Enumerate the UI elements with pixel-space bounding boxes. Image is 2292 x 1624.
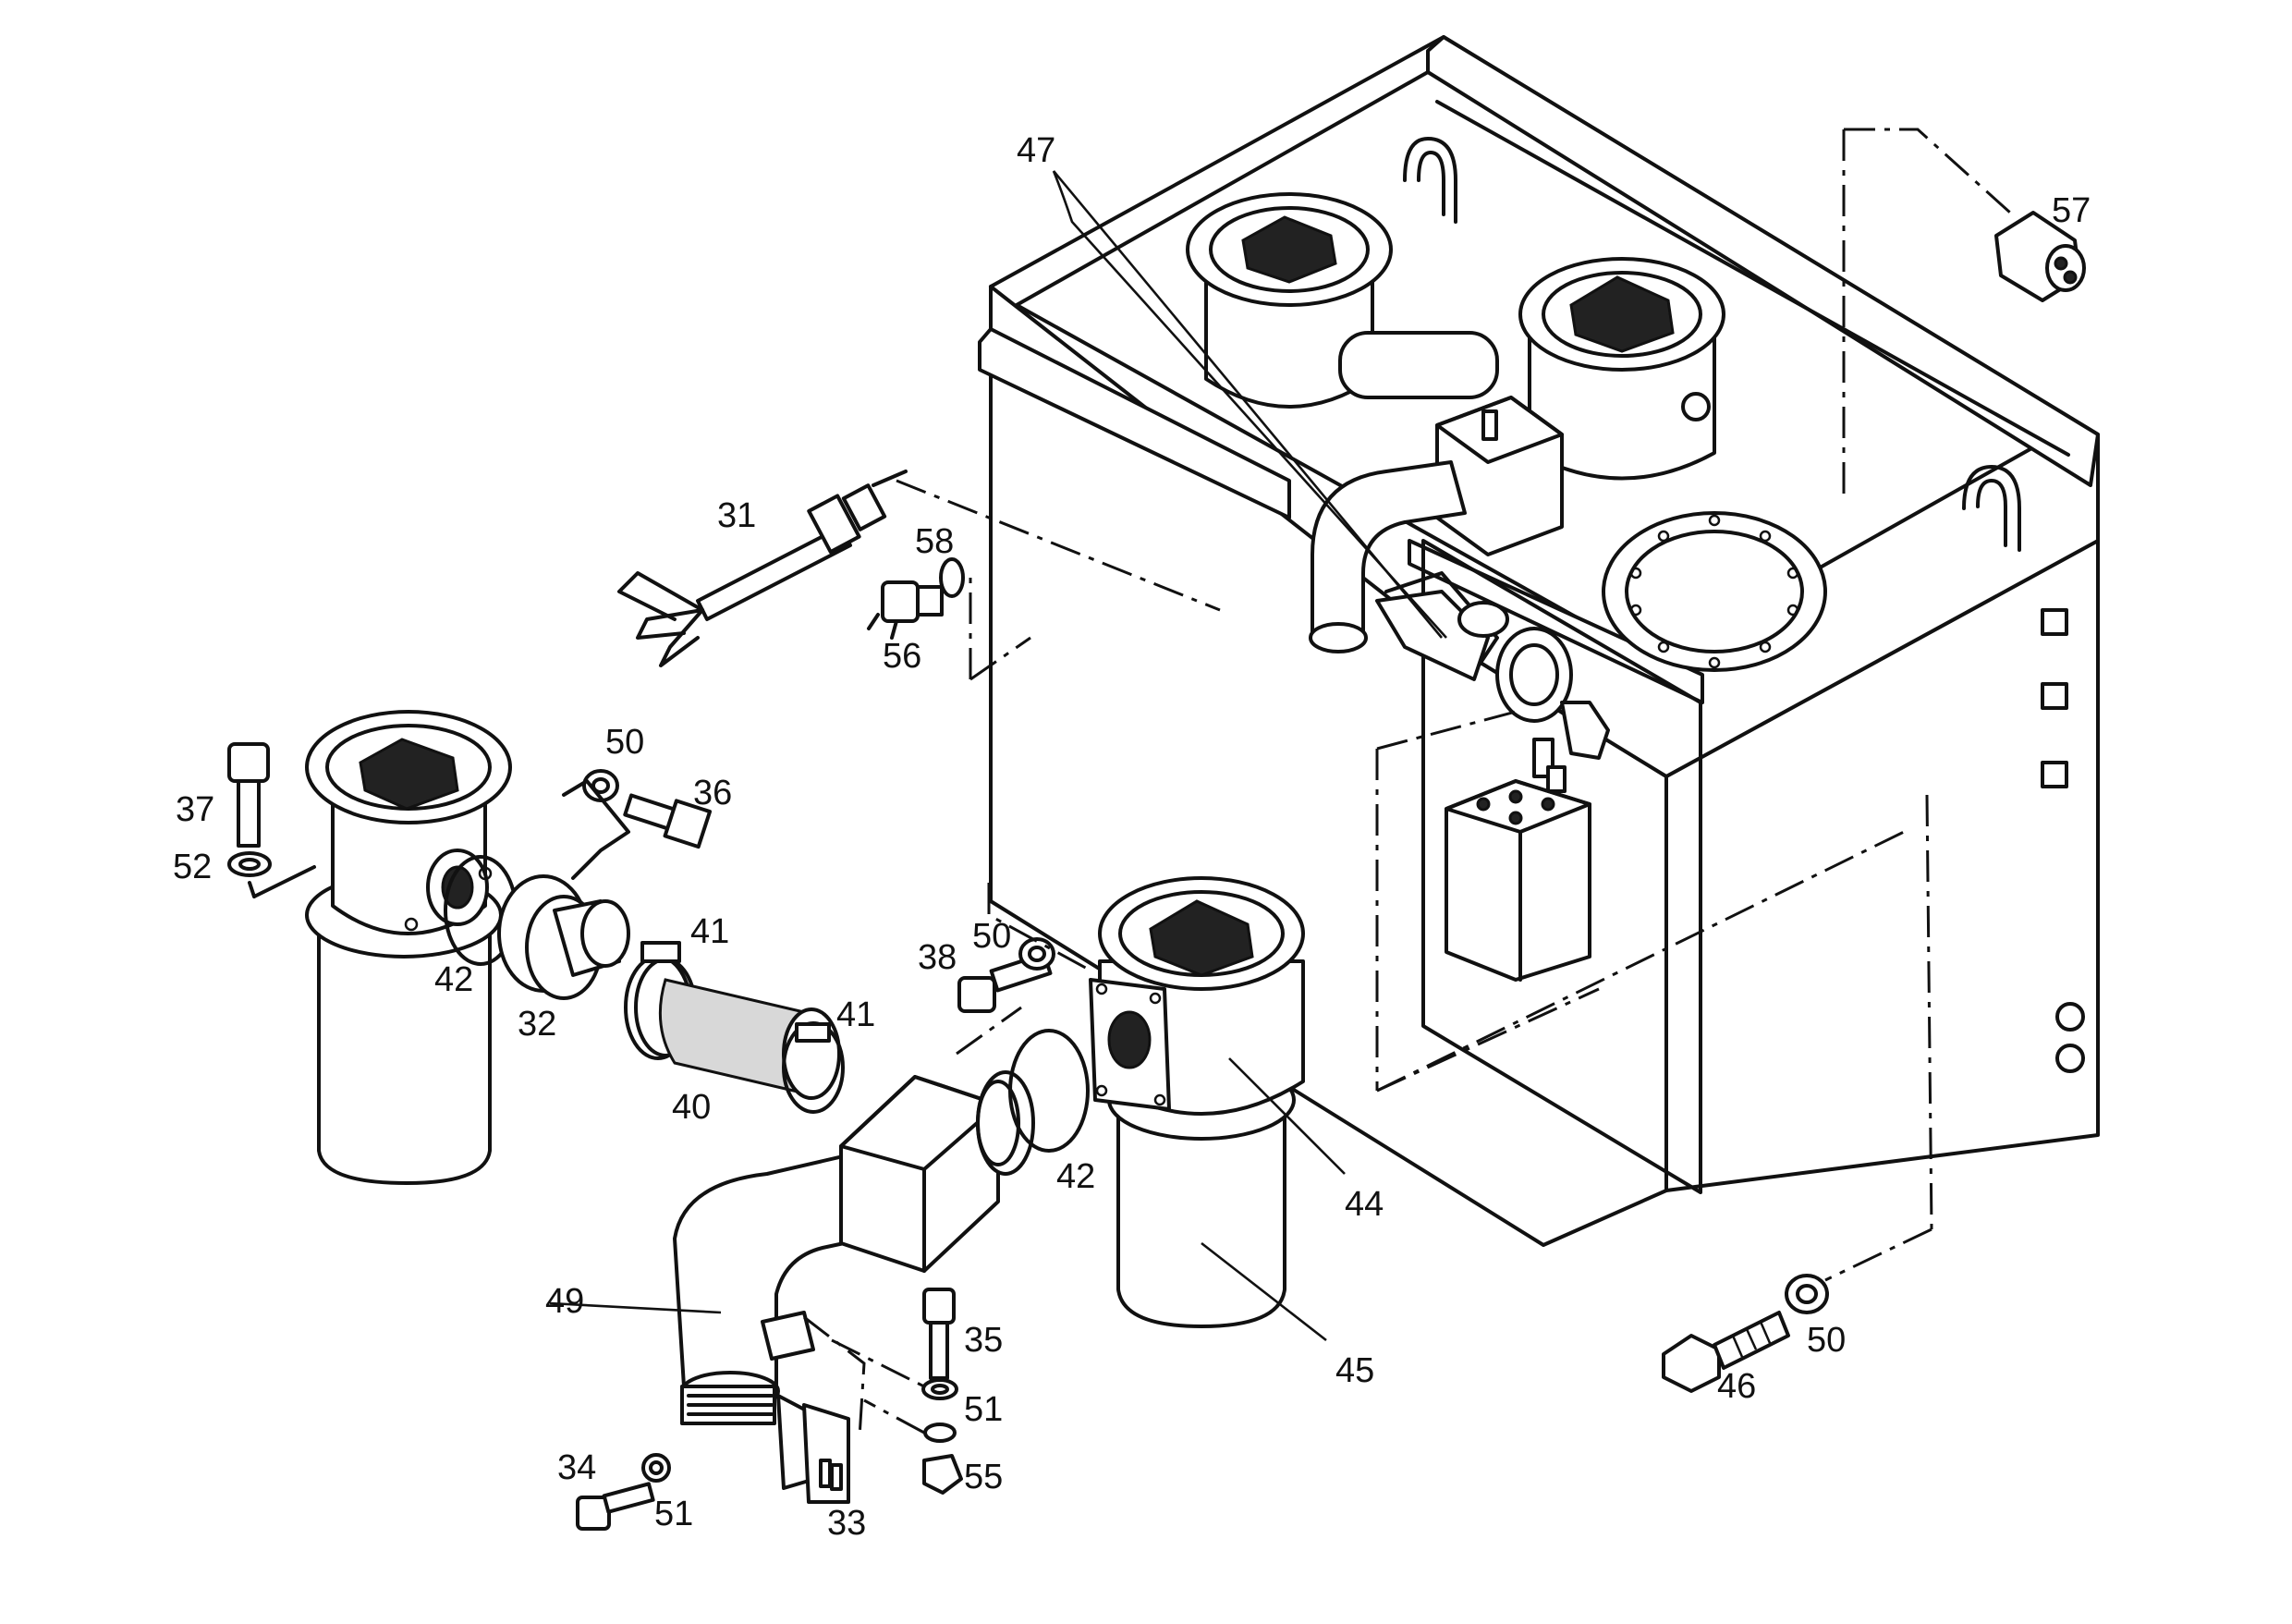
callout-38: 38 <box>918 938 957 977</box>
callout-36: 36 <box>693 774 732 812</box>
bolt-35 <box>921 1288 963 1495</box>
callout-47: 47 <box>1017 131 1055 170</box>
heater-probe-31 <box>617 470 908 667</box>
callout-45: 45 <box>1335 1351 1374 1390</box>
callout-51-b: 51 <box>654 1495 693 1533</box>
callout-41-b: 41 <box>836 995 875 1034</box>
callout-32: 32 <box>518 1005 556 1044</box>
left-filter <box>305 710 512 1185</box>
callout-52: 52 <box>173 848 212 886</box>
bolt-36 <box>562 769 713 880</box>
callout-50-a: 50 <box>605 723 644 762</box>
callout-labels: 47 57 31 58 56 50 36 37 52 42 32 41 41 4… <box>173 131 2091 1543</box>
bolt-46 <box>1662 1274 1829 1393</box>
callout-41-a: 41 <box>690 912 729 951</box>
callout-42-a: 42 <box>434 960 473 999</box>
flange-32 <box>497 874 630 1000</box>
elbow-49 <box>673 1070 1035 1425</box>
tank-filter-heads <box>1186 192 1725 667</box>
bolt-37 <box>227 742 316 898</box>
leader-lines <box>549 170 1447 1342</box>
bolt-34 <box>576 1453 671 1531</box>
callout-49: 49 <box>545 1282 584 1321</box>
assembly-dashed-lines <box>248 128 2012 1438</box>
callout-50-b: 50 <box>972 917 1011 956</box>
junction-box <box>1445 779 1591 982</box>
callout-33: 33 <box>827 1504 866 1543</box>
right-filter <box>1089 876 1305 1328</box>
callout-57: 57 <box>2052 191 2091 230</box>
callout-50-c: 50 <box>1807 1321 1846 1360</box>
callout-46: 46 <box>1717 1367 1756 1406</box>
fitting-56 <box>867 557 965 640</box>
callout-55: 55 <box>964 1458 1003 1496</box>
callout-35: 35 <box>964 1321 1003 1360</box>
callout-42-b: 42 <box>1056 1157 1095 1196</box>
gasket-42-right <box>1008 1029 1090 1153</box>
callout-37: 37 <box>176 790 214 829</box>
plug-57 <box>1994 211 2086 302</box>
callout-44: 44 <box>1345 1185 1384 1224</box>
callout-58: 58 <box>915 522 954 561</box>
callout-51-a: 51 <box>964 1390 1003 1429</box>
bracket-33 <box>776 1394 850 1504</box>
callout-31: 31 <box>717 496 756 535</box>
callout-40: 40 <box>672 1088 711 1127</box>
valve-assembly <box>1375 590 1610 793</box>
callout-34: 34 <box>557 1448 596 1487</box>
clamp-41-right <box>782 1021 845 1114</box>
callout-56: 56 <box>883 637 921 676</box>
